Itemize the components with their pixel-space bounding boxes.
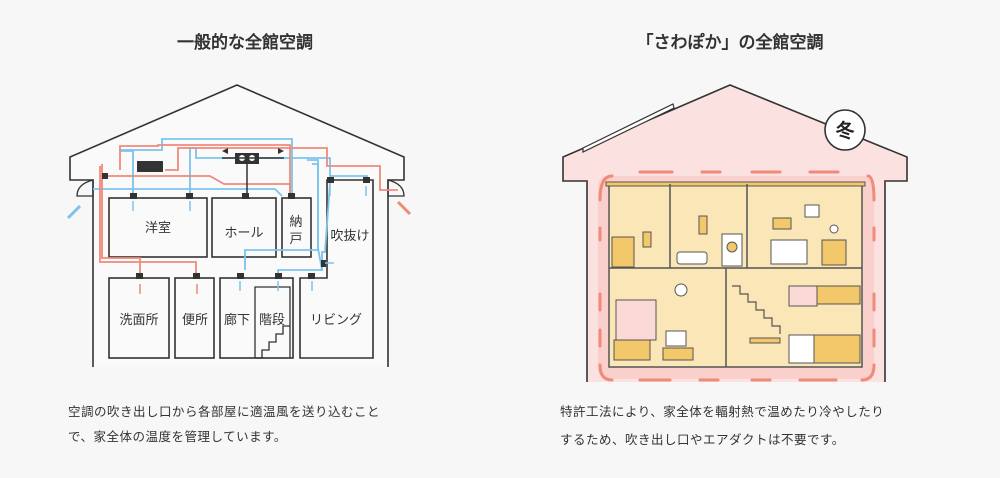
staircase bbox=[732, 285, 781, 334]
left-caption-line-2: で、家全体の温度を管理しています。 bbox=[68, 429, 287, 444]
sawapoka-house: 冬 bbox=[562, 84, 908, 382]
furniture bbox=[611, 204, 861, 364]
radiant-heat-arrows bbox=[598, 170, 876, 382]
label-benjo: 便所 bbox=[182, 313, 208, 328]
right-caption-line-2: するため、吹き出し口やエアダクトは不要です。 bbox=[560, 432, 845, 447]
label-youshitsu: 洋室 bbox=[145, 220, 171, 236]
room-nando bbox=[281, 197, 312, 258]
label-senmen: 洗面所 bbox=[119, 313, 158, 328]
label-rouka: 廊下 bbox=[224, 312, 250, 328]
left-caption-line-1: 空調の吹き出し口から各部屋に適温風を送り込むこと bbox=[68, 404, 381, 419]
conventional-house bbox=[69, 84, 405, 367]
flow-arrows bbox=[66, 148, 412, 294]
solar-panel bbox=[582, 103, 675, 153]
label-fukinuke: 吹抜け bbox=[330, 228, 369, 244]
label-nando-2: 戸 bbox=[289, 232, 302, 247]
right-title: 「さわぽか」の全館空調 bbox=[636, 33, 824, 53]
air-conditioner-unit bbox=[137, 161, 163, 172]
label-living: リビング bbox=[310, 313, 362, 328]
label-nando-1: 納 bbox=[289, 215, 302, 230]
ducts-warm bbox=[99, 144, 398, 278]
right-caption: 特許工法により、家全体を輻射熱で温めたり冷やしたり するため、吹き出し口やエアダ… bbox=[560, 399, 884, 452]
label-kaidan: 階段 bbox=[259, 313, 285, 328]
room-fukinuke bbox=[299, 179, 374, 359]
right-caption-line-1: 特許工法により、家全体を輻射熱で温めたり冷やしたり bbox=[560, 404, 885, 419]
winter-badge-label: 冬 bbox=[835, 119, 854, 142]
winter-badge bbox=[824, 109, 866, 151]
label-hall: ホール bbox=[224, 226, 263, 241]
left-caption: 空調の吹き出し口から各部屋に適温風を送り込むこと で、家全体の温度を管理していま… bbox=[68, 399, 380, 449]
room-youshitsu bbox=[108, 197, 208, 258]
stairs bbox=[254, 286, 291, 359]
left-title: 一般的な全館空調 bbox=[177, 33, 313, 53]
